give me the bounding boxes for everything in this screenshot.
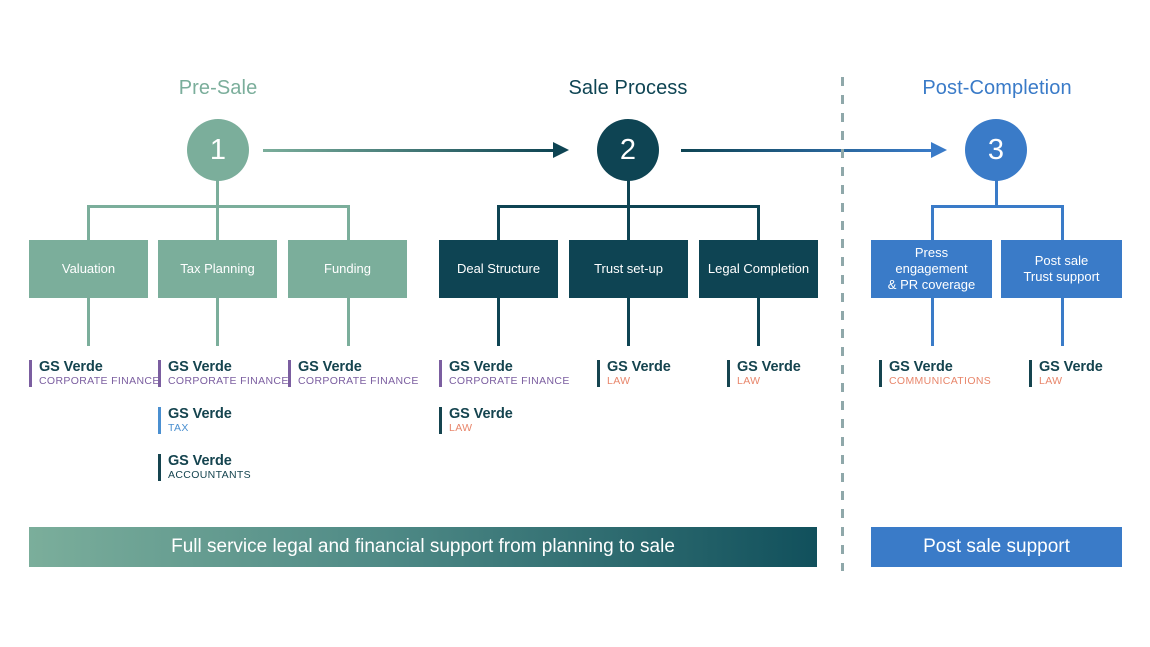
connector-drop-valuation xyxy=(87,205,90,242)
connector-drop-tax-planning xyxy=(216,205,219,242)
summary-banner-label: Full service legal and financial support… xyxy=(171,536,675,557)
brand-division: CORPORATE FINANCE xyxy=(298,374,419,387)
connector-stem-sale-process xyxy=(627,178,630,207)
brand-division: ACCOUNTANTS xyxy=(168,468,251,481)
summary-banner-post-sale[interactable]: Post sale support xyxy=(871,527,1122,567)
service-box-label: Trust set-up xyxy=(594,260,663,276)
brand-mark-valuation-corporate-finance: GS Verde CORPORATE FINANCE xyxy=(29,359,160,387)
brand-name: GS Verde xyxy=(449,359,513,375)
connector-tail-trust-setup xyxy=(627,298,630,346)
brand-mark-tax-planning-accountants: GS Verde ACCOUNTANTS xyxy=(158,453,251,481)
brand-division: LAW xyxy=(737,374,761,387)
brand-division: LAW xyxy=(449,421,473,434)
arrow-head-icon-1 xyxy=(553,142,569,158)
brand-division: CORPORATE FINANCE xyxy=(39,374,160,387)
service-box-trust-setup[interactable]: Trust set-up xyxy=(569,240,688,298)
connector-drop-press-pr xyxy=(931,205,934,242)
service-box-label: Funding xyxy=(324,260,371,276)
connector-drop-trust-setup xyxy=(627,205,630,242)
brand-name: GS Verde xyxy=(449,406,513,422)
brand-division: LAW xyxy=(607,374,631,387)
brand-name: GS Verde xyxy=(298,359,362,375)
summary-banner-full-service[interactable]: Full service legal and financial support… xyxy=(29,527,817,567)
connector-drop-deal-structure xyxy=(497,205,500,242)
connector-tail-deal-structure xyxy=(497,298,500,346)
section-divider-dashed-line xyxy=(841,77,844,571)
service-box-label: Press engagement& PR coverage xyxy=(887,244,976,293)
service-box-valuation[interactable]: Valuation xyxy=(29,240,148,298)
summary-banner-label: Post sale support xyxy=(923,536,1070,557)
service-box-legal-completion[interactable]: Legal Completion xyxy=(699,240,818,298)
service-box-deal-structure[interactable]: Deal Structure xyxy=(439,240,558,298)
phase-title-pre-sale: Pre-Sale xyxy=(178,77,258,99)
brand-name: GS Verde xyxy=(39,359,103,375)
stage-number-1: 1 xyxy=(209,133,227,166)
brand-mark-post-sale-trust-law: GS Verde LAW xyxy=(1029,359,1103,387)
brand-mark-tax-planning-corporate-finance: GS Verde CORPORATE FINANCE xyxy=(158,359,289,387)
stage-circle-2[interactable]: 2 xyxy=(597,119,659,181)
brand-division: TAX xyxy=(168,421,189,434)
connector-tail-valuation xyxy=(87,298,90,346)
arrow-pre-sale-to-sale-process xyxy=(263,149,555,152)
connector-tail-funding xyxy=(347,298,350,346)
connector-tail-legal-completion xyxy=(757,298,760,346)
brand-mark-funding-corporate-finance: GS Verde CORPORATE FINANCE xyxy=(288,359,419,387)
stage-number-2: 2 xyxy=(619,133,637,166)
connector-drop-post-sale-trust xyxy=(1061,205,1064,242)
connector-tail-post-sale-trust xyxy=(1061,298,1064,346)
brand-mark-press-pr-communications: GS Verde COMMUNICATIONS xyxy=(879,359,992,387)
brand-mark-deal-structure-law: GS Verde LAW xyxy=(439,406,513,434)
connector-tail-tax-planning xyxy=(216,298,219,346)
brand-mark-legal-completion-law: GS Verde LAW xyxy=(727,359,801,387)
service-box-funding[interactable]: Funding xyxy=(288,240,407,298)
brand-name: GS Verde xyxy=(1039,359,1103,375)
arrow-head-icon-2 xyxy=(931,142,947,158)
brand-division: COMMUNICATIONS xyxy=(889,374,992,387)
connector-drop-legal-completion xyxy=(757,205,760,242)
stage-circle-1[interactable]: 1 xyxy=(187,119,249,181)
service-box-label: Tax Planning xyxy=(180,260,255,276)
brand-division: CORPORATE FINANCE xyxy=(449,374,570,387)
connector-stem-pre-sale xyxy=(216,178,219,207)
brand-name: GS Verde xyxy=(889,359,953,375)
brand-division: LAW xyxy=(1039,374,1063,387)
phase-title-sale-process: Sale Process xyxy=(568,77,688,99)
service-box-label: Deal Structure xyxy=(456,260,541,276)
phase-title-post-completion: Post-Completion xyxy=(922,77,1072,99)
connector-stem-post-completion xyxy=(995,178,998,207)
brand-name: GS Verde xyxy=(737,359,801,375)
connector-drop-funding xyxy=(347,205,350,242)
stage-circle-3[interactable]: 3 xyxy=(965,119,1027,181)
brand-name: GS Verde xyxy=(168,359,232,375)
service-box-label: Legal Completion xyxy=(707,260,810,276)
brand-mark-tax-planning-tax: GS Verde TAX xyxy=(158,406,232,434)
brand-name: GS Verde xyxy=(607,359,671,375)
service-box-tax-planning[interactable]: Tax Planning xyxy=(158,240,277,298)
service-box-label: Valuation xyxy=(61,260,116,276)
stage-number-3: 3 xyxy=(987,133,1005,166)
brand-mark-trust-setup-law: GS Verde LAW xyxy=(597,359,671,387)
brand-name: GS Verde xyxy=(168,453,232,469)
brand-mark-deal-structure-corporate-finance: GS Verde CORPORATE FINANCE xyxy=(439,359,570,387)
brand-name: GS Verde xyxy=(168,406,232,422)
service-box-press-engagement-pr[interactable]: Press engagement& PR coverage xyxy=(871,240,992,298)
arrow-sale-process-to-post-completion xyxy=(681,149,933,152)
connector-bracket-post-completion xyxy=(931,205,1064,208)
connector-tail-press-pr xyxy=(931,298,934,346)
brand-division: CORPORATE FINANCE xyxy=(168,374,289,387)
